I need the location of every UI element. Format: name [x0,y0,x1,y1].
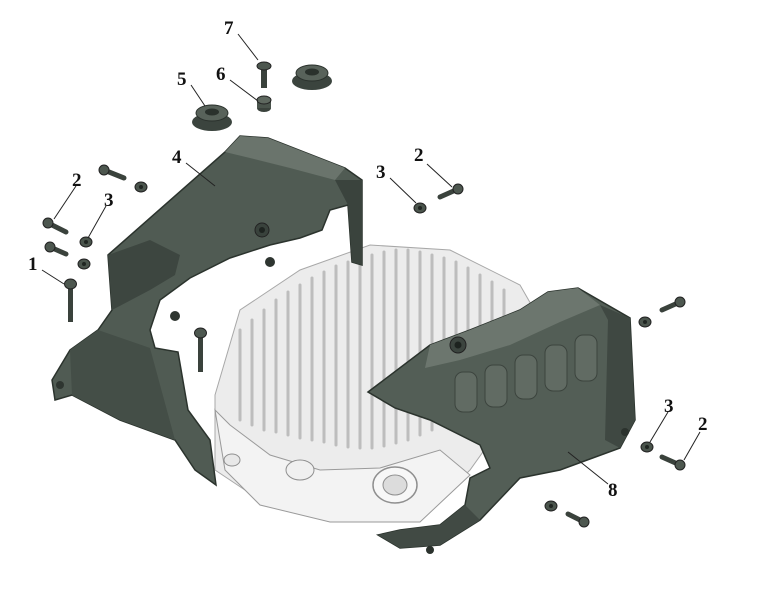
hex-flange-bolt-right-upper [437,183,464,200]
engine-cylinder-head [214,244,541,523]
washer-left-upper [134,181,148,193]
hex-flange-bolt-left-2 [42,217,69,235]
spacer-collar [256,95,272,112]
callout-4: 4 [172,147,182,168]
callout-2-left: 2 [72,170,82,191]
callout-2-right-upper: 2 [414,145,424,166]
rubber-grommet-2 [292,64,332,90]
long-bolt-center [194,327,207,372]
rubber-grommet [192,104,232,131]
left-cylinder-shroud [51,135,363,487]
hex-flange-bolt-bottom [565,511,590,528]
washer-right-mid [638,316,652,328]
hex-flange-bolt-left-upper [98,164,127,181]
right-cylinder-shroud [366,287,636,554]
washer-right-upper [413,202,427,214]
callout-2-right-low: 2 [698,414,708,435]
callout-3-right-low: 3 [664,396,674,417]
long-bolt-left [64,278,77,322]
washer-bottom [544,500,558,512]
washer-right-low [640,441,654,453]
callout-6: 6 [216,64,226,85]
shoulder-bolt [256,61,272,88]
callout-5: 5 [177,69,187,90]
callout-7: 7 [224,18,234,39]
callout-8: 8 [608,480,618,501]
callout-1: 1 [28,254,38,275]
hex-flange-bolt-left-3 [44,241,69,257]
leader-lines [41,33,701,485]
hex-flange-bolt-right-low [659,454,686,471]
washer-left-low [77,258,91,270]
callout-labels: 7 6 5 4 3 2 2 3 1 3 2 8 [28,18,708,501]
washer-left-mid [79,236,93,248]
callout-3-right-upper: 3 [376,162,386,183]
hex-flange-bolt-right-mid [659,296,686,313]
callout-3-left: 3 [104,190,114,211]
